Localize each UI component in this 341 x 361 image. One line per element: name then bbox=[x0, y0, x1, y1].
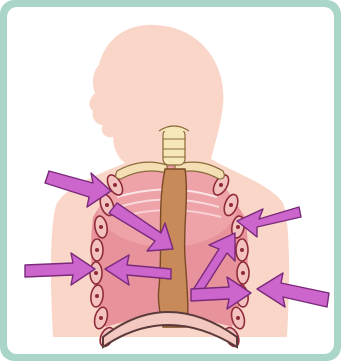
thorax-diagram bbox=[7, 7, 334, 354]
trachea bbox=[159, 126, 189, 165]
diagram-panel bbox=[7, 7, 334, 354]
